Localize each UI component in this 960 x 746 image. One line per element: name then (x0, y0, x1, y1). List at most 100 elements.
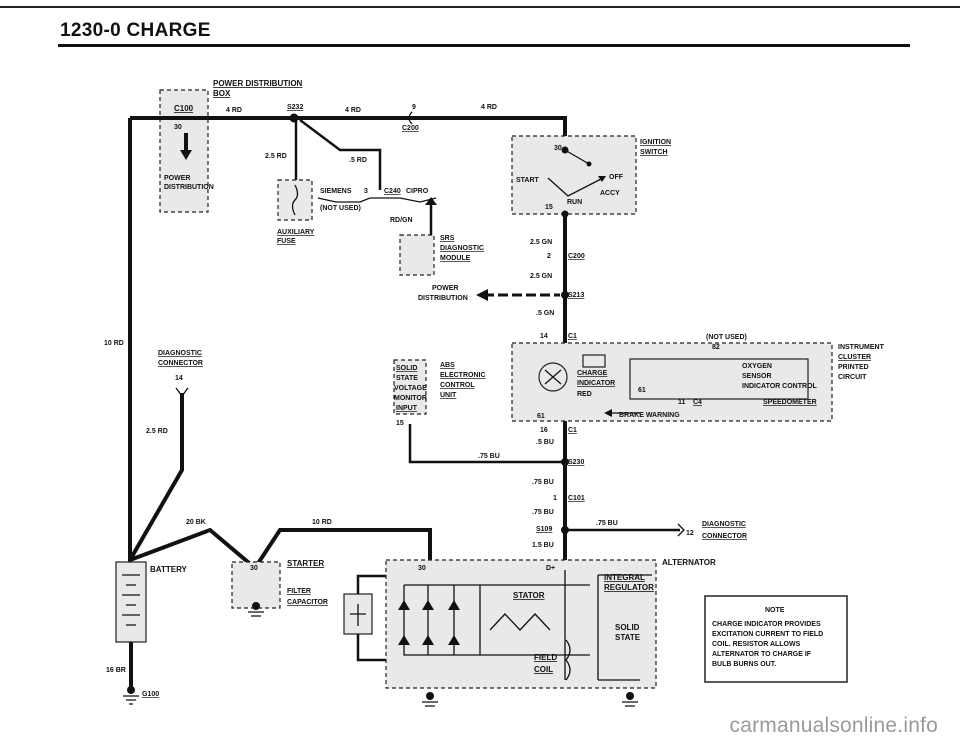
c1-label: C1 (568, 333, 577, 340)
watermark: carmanualsonline.info (729, 714, 938, 737)
c101-label: C101 (568, 495, 585, 502)
ss-3: VOLTAGE (394, 385, 427, 392)
starter-pin-30: 30 (250, 565, 258, 572)
abs-3: CONTROL (440, 382, 475, 389)
splice-s230: S230 (568, 459, 584, 466)
ign-pin-30: 30 (554, 145, 562, 152)
not-used-label: (NOT USED) (320, 205, 361, 212)
note-line-4: ALTERNATOR TO CHARGE IF (712, 651, 812, 658)
ss-2: STATE (396, 375, 418, 382)
d-plus: D+ (546, 565, 555, 572)
srs-label-3: MODULE (440, 255, 471, 262)
note-line-2: EXCITATION CURRENT TO FIELD (712, 631, 823, 638)
note-title: NOTE (765, 607, 785, 614)
pin-11: 11 (678, 399, 686, 406)
note-line-1: CHARGE INDICATOR PROVIDES (712, 621, 821, 628)
ss-5: INPUT (396, 405, 418, 412)
wire-75bu-b: .75 BU (532, 479, 554, 486)
filter-1: FILTER (287, 588, 311, 595)
diag-conn-b1: DIAGNOSTIC (702, 521, 746, 528)
connector-c200-top: C200 (402, 125, 419, 132)
splice-s109: S109 (536, 526, 552, 533)
pdb-label-1: POWER DISTRIBUTION (213, 79, 303, 88)
power-fuse-label: POWER (164, 175, 190, 182)
charge-1: CHARGE (577, 370, 608, 377)
note-line-5: BULB BURNS OUT. (712, 661, 776, 668)
starter-label: STARTER (287, 559, 324, 568)
abs-1: ABS (440, 362, 455, 369)
wire-2-5gn-a: 2.5 GN (530, 239, 552, 246)
wire-20bk: 20 BK (186, 519, 206, 526)
battery-label: BATTERY (150, 565, 188, 574)
starter: 30 STARTER FILTER CAPACITOR (231, 559, 328, 617)
ss-1: SOLID (396, 365, 417, 372)
wire-2-5gn-b: 2.5 GN (530, 273, 552, 280)
power-distribution-box: POWER DISTRIBUTION BOX C100 30 POWER DIS… (159, 79, 303, 213)
pin-61-b: 61 (537, 413, 545, 420)
alt-pin-30: 30 (418, 565, 426, 572)
distribution-fuse-label: DISTRIBUTION (164, 184, 214, 191)
auxiliary-fuse: AUXILIARY FUSE (277, 179, 315, 245)
fuse-arrow-icon (180, 150, 192, 160)
wire-75bu-d: .75 BU (596, 520, 618, 527)
wire-15bu: 1.5 BU (532, 542, 554, 549)
diag-pin-14: 14 (175, 375, 183, 382)
c200-mid-label: C200 (568, 253, 585, 260)
wire-4rd-c: 4 RD (481, 104, 497, 111)
ignition-switch: IGNITION SWITCH 30 START OFF ACCY RUN 15 (511, 135, 671, 218)
oxygen-3: INDICATOR CONTROL (742, 383, 818, 390)
abs-4: UNIT (440, 392, 457, 399)
wire-75bu-a: .75 BU (478, 453, 500, 460)
pin-30-label: 30 (174, 124, 182, 131)
pd-label-1: POWER (432, 285, 458, 292)
ign-off: OFF (609, 174, 624, 181)
wire-2-5rd-b: 2.5 RD (146, 428, 168, 435)
c1-pin-14: 14 (540, 333, 548, 340)
ignition-label-1: IGNITION (640, 139, 671, 146)
oxygen-2: SENSOR (742, 373, 772, 380)
wire-75bu-c: .75 BU (532, 509, 554, 516)
brake-warning-label: BRAKE WARNING (619, 412, 680, 419)
instrument-2: CLUSTER (838, 354, 871, 361)
diag-conn-b2: CONNECTOR (702, 533, 747, 540)
top-rule (0, 6, 960, 8)
integral-2: REGULATOR (604, 583, 654, 592)
c240-label: C240 (384, 188, 401, 195)
field-2: COIL (534, 665, 553, 674)
siemens-label: SIEMENS (320, 188, 352, 195)
wire-4rd-a: 4 RD (226, 107, 242, 114)
battery: BATTERY 16 BR G100 (106, 561, 188, 705)
aux-fuse-label-1: AUXILIARY (277, 229, 315, 236)
instrument-3: PRINTED (838, 364, 869, 371)
c100-label: C100 (174, 104, 194, 113)
wire-5bu: .5 BU (536, 439, 554, 446)
splice-s213: S213 (568, 292, 584, 299)
wire-10rd: 10 RD (104, 340, 124, 347)
oxygen-1: OXYGEN (742, 363, 772, 370)
pin-61-a: 61 (638, 387, 646, 394)
note-line-3: COIL. RESISTOR ALLOWS (712, 641, 801, 648)
abs-electronic-control-unit: SOLID STATE VOLTAGE MONITOR INPUT 15 ABS… (393, 359, 486, 427)
ign-run: RUN (567, 199, 582, 206)
header-rule (58, 44, 910, 47)
instrument-1: INSTRUMENT (838, 344, 885, 351)
alternator-label: ALTERNATOR (662, 558, 716, 567)
field-1: FIELD (534, 653, 557, 662)
ignition-label-2: SWITCH (640, 149, 668, 156)
srs-label-2: DIAGNOSTIC (440, 245, 484, 252)
ign-pin-15: 15 (545, 204, 553, 211)
c4-label: C4 (693, 399, 702, 406)
pin-3: 3 (364, 188, 368, 195)
splice-s232: S232 (287, 104, 303, 111)
srs-diagnostic-module: SRS DIAGNOSTIC MODULE (399, 234, 484, 276)
cipro-label: CIPRO (406, 188, 429, 195)
c1-b-label: C1 (568, 427, 577, 434)
wire-16br: 16 BR (106, 667, 126, 674)
speedometer-label: SPEEDOMETER (763, 399, 817, 406)
pd-label-2: DISTRIBUTION (418, 295, 468, 302)
alternator: 30 D+ INTEGRAL REGULATOR STATOR SOLID ST… (385, 558, 716, 707)
wire-2-5rd: 2.5 RD (265, 153, 287, 160)
page-title: 1230-0 CHARGE (60, 20, 211, 41)
pin-16: 16 (540, 427, 548, 434)
